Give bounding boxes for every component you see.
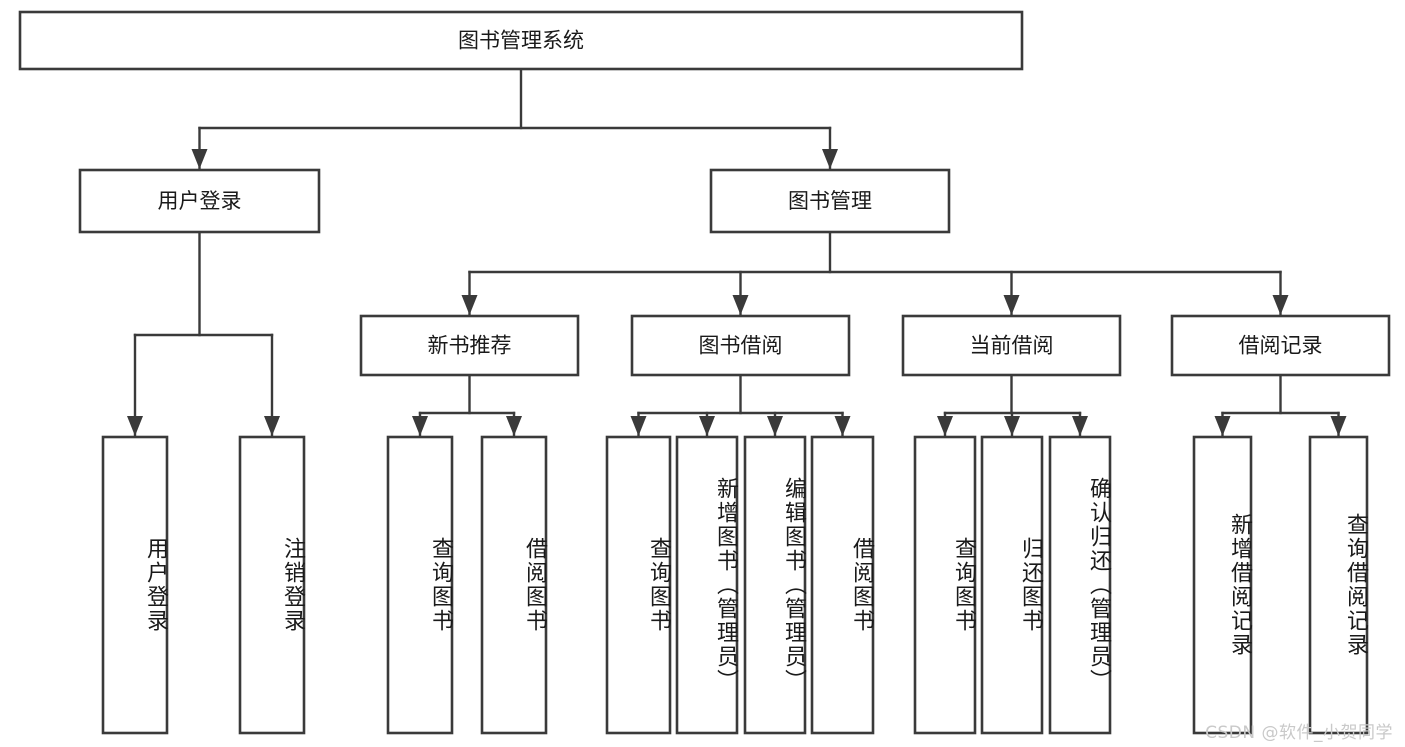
arrow-icon-to-leaf-query-book-2 — [630, 416, 647, 436]
node-leaf-borrow-book-2[interactable] — [810, 435, 875, 735]
node-label-book-borrow: 图书借阅 — [699, 334, 783, 358]
node-leaf-add-record[interactable] — [1192, 435, 1253, 735]
arrow-icon-to-leaf-return-book — [1004, 416, 1020, 436]
arrow-icon-to-leaf-add-book — [699, 416, 715, 436]
node-leaf-add-book[interactable] — [675, 435, 739, 735]
node-book-manage[interactable] — [709, 168, 951, 234]
connectors-layer — [127, 67, 1347, 438]
node-leaf-edit-book[interactable] — [743, 435, 807, 735]
node-leaf-query-book-2[interactable] — [605, 435, 672, 735]
arrow-icon-to-new-book-recommend — [461, 295, 478, 315]
arrow-icon-to-leaf-edit-book — [767, 416, 783, 436]
arrow-icon-to-leaf-query-book-1 — [412, 416, 428, 436]
node-leaf-user-login[interactable] — [101, 435, 169, 735]
node-leaf-query-record[interactable] — [1308, 435, 1369, 735]
arrow-icon-to-leaf-logout — [264, 416, 280, 436]
node-borrow-record[interactable] — [1170, 314, 1391, 377]
arrow-icon-to-current-borrow — [1003, 295, 1020, 315]
node-root-label: 图书管理系统 — [458, 29, 584, 53]
node-user-login[interactable] — [78, 168, 321, 234]
node-leaf-query-book-1[interactable] — [386, 435, 454, 735]
node-root-title[interactable] — [18, 10, 1024, 71]
arrow-icon-to-leaf-query-book-3 — [937, 416, 953, 436]
arrow-icon-to-leaf-user-login — [127, 416, 143, 436]
arrow-icon-to-borrow-record — [1272, 295, 1289, 315]
node-book-borrow[interactable] — [630, 314, 851, 377]
node-label-new-book-recommend: 新书推荐 — [428, 334, 512, 358]
node-label-current-borrow: 当前借阅 — [970, 334, 1054, 358]
node-leaf-logout[interactable] — [238, 435, 306, 735]
arrow-icon-to-leaf-query-record — [1330, 416, 1347, 436]
node-label-user-login: 用户登录 — [158, 189, 242, 213]
arrow-icon-to-book-manage — [822, 149, 838, 169]
arrow-icon-to-user-login — [191, 149, 208, 169]
node-leaf-return-book[interactable] — [980, 435, 1044, 735]
arrow-icon-to-leaf-add-record — [1214, 416, 1231, 436]
node-leaf-confirm-return[interactable] — [1048, 435, 1112, 735]
node-current-borrow[interactable] — [901, 314, 1122, 377]
node-label-borrow-record: 借阅记录 — [1239, 334, 1323, 358]
node-leaf-borrow-book-1[interactable] — [480, 435, 548, 735]
boxes-layer — [18, 10, 1391, 735]
arrow-icon-to-leaf-confirm-return — [1072, 416, 1088, 436]
arrow-icon-to-leaf-borrow-book-2 — [834, 416, 851, 436]
node-new-book-recommend[interactable] — [359, 314, 580, 377]
arrow-icon-to-book-borrow — [732, 295, 749, 315]
arrow-icon-to-leaf-borrow-book-1 — [506, 416, 522, 436]
node-label-book-manage: 图书管理 — [788, 189, 872, 213]
csdn-watermark: CSDN @软件_小贺同学 — [1205, 723, 1393, 743]
node-leaf-query-book-3[interactable] — [913, 435, 977, 735]
